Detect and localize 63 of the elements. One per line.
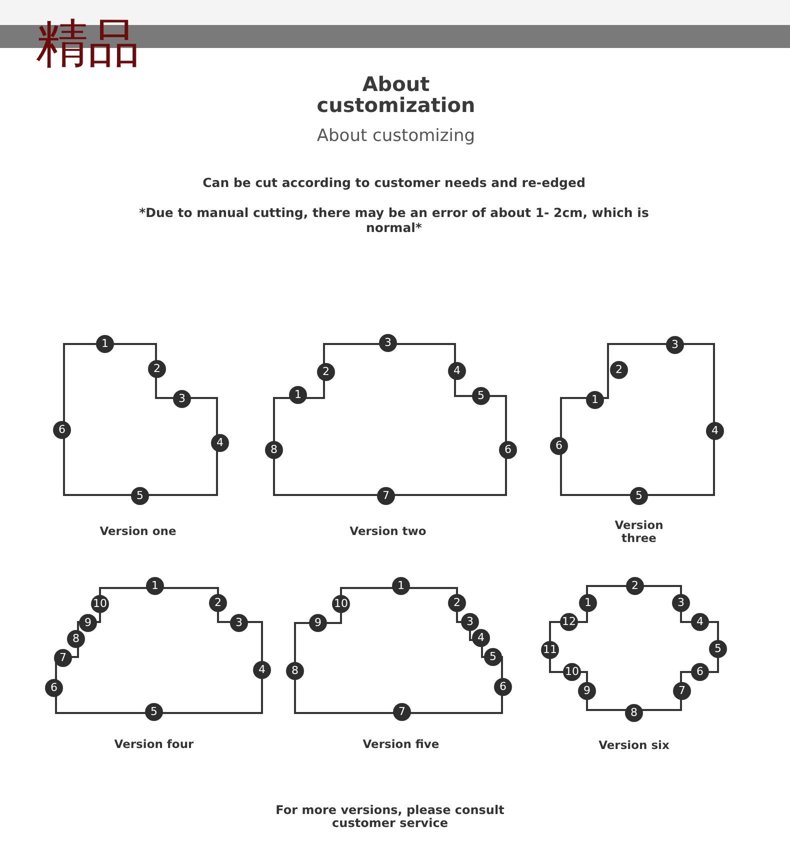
callout-number: 1 — [586, 391, 604, 409]
callout-number: 9 — [79, 614, 97, 632]
note-text: Can be cut according to customer needs and re-edged — [202, 175, 586, 190]
callout-number: 2 — [317, 363, 335, 381]
callout-number: 1 — [96, 335, 114, 353]
callout-number: 6 — [53, 421, 71, 439]
callout-number: 9 — [309, 614, 327, 632]
callout-number: 4 — [448, 362, 466, 380]
callout-number: 4 — [472, 629, 490, 647]
callout-number: 10 — [563, 663, 581, 681]
version-caption: Version two — [348, 525, 428, 538]
callout-number: 5 — [145, 703, 163, 721]
callout-number: 2 — [448, 594, 466, 612]
version-caption: Version four — [113, 738, 195, 751]
callout-number: 3 — [230, 614, 248, 632]
callout-number: 5 — [472, 387, 490, 405]
callout-number: 8 — [625, 704, 643, 722]
callout-number: 6 — [494, 678, 512, 696]
subtitle: About customizing — [316, 126, 476, 146]
callout-number: 4 — [691, 613, 709, 631]
callout-number: 3 — [666, 336, 684, 354]
callout-number: 2 — [626, 577, 644, 595]
callout-number: 10 — [91, 595, 109, 613]
callout-number: 3 — [379, 334, 397, 352]
callout-number: 8 — [67, 630, 85, 648]
callout-number: 6 — [499, 441, 517, 459]
callout-number: 4 — [253, 661, 271, 679]
callout-number: 10 — [332, 595, 350, 613]
callout-number: 2 — [209, 594, 227, 612]
callout-number: 7 — [377, 487, 395, 505]
callout-number: 1 — [289, 386, 307, 404]
callout-number: 4 — [706, 422, 724, 440]
callout-number: 1 — [392, 577, 410, 595]
callout-number: 6 — [45, 679, 63, 697]
callout-number: 12 — [560, 613, 578, 631]
callout-number: 7 — [54, 649, 72, 667]
note-text: *Due to manual cutting, there may be an error of about 1- 2cm, which is normal* — [138, 205, 650, 235]
title: About customization — [316, 74, 476, 116]
version-caption: Version five — [362, 738, 440, 751]
callout-number: 6 — [691, 663, 709, 681]
callout-number: 8 — [265, 441, 283, 459]
callout-number: 2 — [610, 361, 628, 379]
callout-number: 8 — [286, 662, 304, 680]
callout-number: 5 — [484, 648, 502, 666]
callout-number: 5 — [131, 487, 149, 505]
callout-number: 3 — [672, 594, 690, 612]
callout-number: 4 — [211, 434, 229, 452]
callout-number: 7 — [393, 703, 411, 721]
callout-number: 3 — [461, 613, 479, 631]
callout-number: 9 — [578, 682, 596, 700]
callout-number: 5 — [709, 640, 727, 658]
callout-number: 1 — [579, 594, 597, 612]
callout-number: 11 — [541, 641, 559, 659]
callout-number: 2 — [148, 360, 166, 378]
callout-number: 6 — [550, 437, 568, 455]
version-caption: Version one — [98, 525, 178, 538]
version-caption: Version three — [614, 519, 664, 545]
version-caption: Version six — [598, 739, 670, 752]
callout-number: 1 — [146, 577, 164, 595]
callout-number: 5 — [630, 487, 648, 505]
callout-number: 3 — [173, 390, 191, 408]
callout-number: 7 — [673, 682, 691, 700]
footer-text: For more versions, please consult customer service — [274, 804, 506, 830]
